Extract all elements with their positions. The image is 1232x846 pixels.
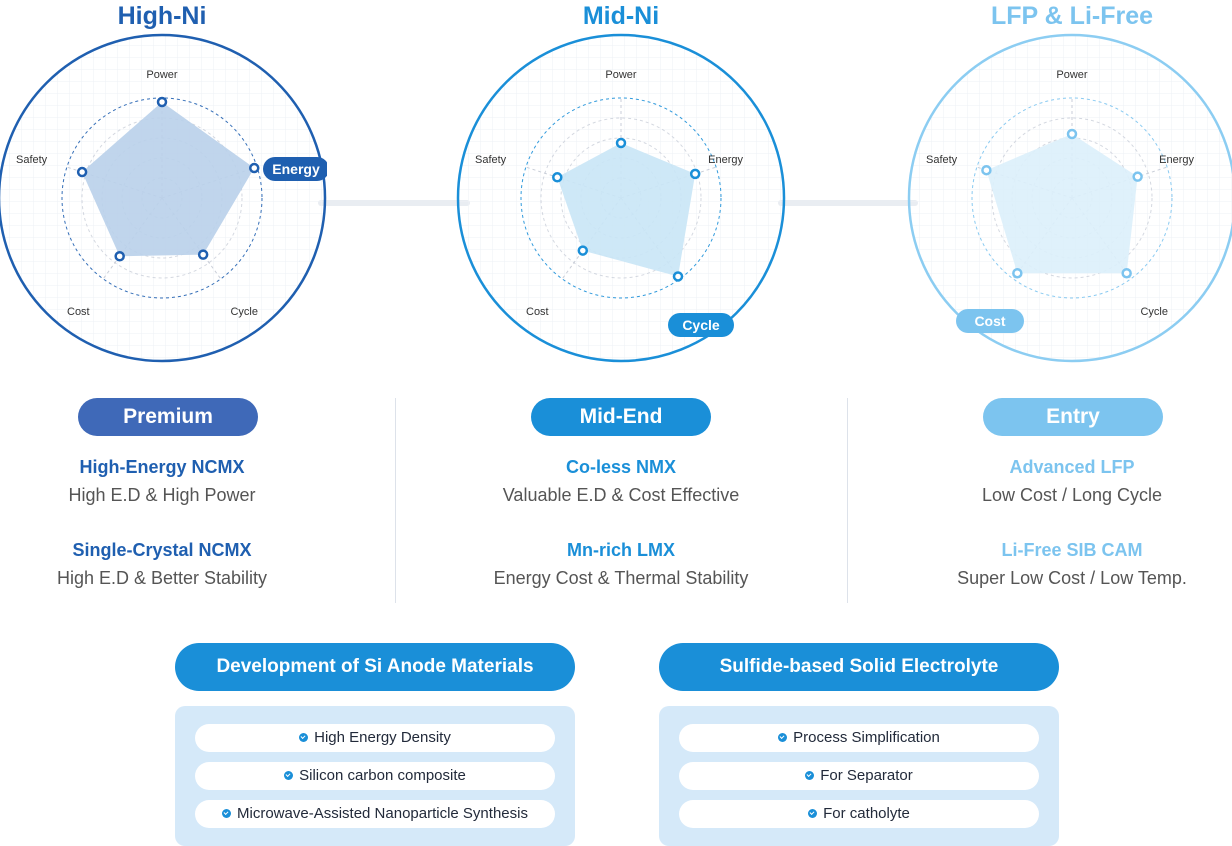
check-icon (299, 733, 309, 742)
axis-label-power: Power (605, 69, 637, 81)
development-item-label: For Separator (820, 767, 913, 784)
development-item: Process Simplification (679, 724, 1039, 752)
radar-point-cost (577, 245, 589, 256)
product-desc: Super Low Cost / Low Temp. (957, 568, 1187, 588)
radar-point-cycle (672, 271, 684, 282)
product-name: High-Energy NCMX (79, 457, 245, 477)
radar-point-energy (1132, 171, 1143, 182)
axis-label-cost: Cost (526, 306, 549, 318)
development-item: Microwave-Assisted Nanoparticle Synthesi… (195, 800, 555, 828)
tier-badge-mid-end: Mid-End (531, 398, 711, 436)
product-desc: Valuable E.D & Cost Effective (502, 485, 740, 505)
radar-point-safety (981, 164, 992, 176)
development-item-label: Silicon carbon composite (299, 767, 466, 784)
tier-badge-premium: Premium (78, 398, 258, 436)
highlight-badge-cost: Cost (956, 309, 1024, 333)
column-title: High-Ni (117, 2, 207, 30)
axis-label-cost: Cost (67, 306, 90, 318)
axis-label-safety: Safety (16, 154, 48, 166)
radar-outer-ring (0, 33, 327, 363)
product-desc: High E.D & High Power (68, 485, 256, 505)
radar-point-energy (249, 162, 260, 174)
product-desc: High E.D & Better Stability (56, 568, 268, 588)
check-icon (778, 733, 788, 742)
development-si-anode: Development of Si Anode Materials High E… (175, 643, 575, 846)
development-title: Development of Si Anode Materials (175, 643, 575, 691)
development-item-panel: Process Simplification For Separator For… (659, 706, 1059, 846)
column-title: Mid-Ni (582, 2, 660, 30)
development-item: For catholyte (679, 800, 1039, 828)
tier-badge-entry: Entry (983, 398, 1163, 436)
check-icon (805, 771, 815, 780)
radar-grid-ring (991, 117, 1153, 279)
radar-area (557, 143, 696, 277)
product-name: Mn-rich LMX (567, 540, 675, 560)
axis-label-power: Power (1056, 69, 1088, 81)
radar-grid-ring (81, 117, 243, 279)
radar-grid-ring (971, 97, 1173, 299)
axis-label-energy: Energy (1159, 154, 1194, 166)
product-name: Li-Free SIB CAM (1001, 540, 1143, 560)
radar-grid-ring (540, 117, 702, 279)
radar-outer-ring (456, 33, 786, 363)
radar-point-cycle (197, 249, 209, 260)
highlight-badge-energy: Energy (263, 157, 327, 181)
divider (395, 398, 396, 603)
product-desc: Energy Cost & Thermal Stability (493, 568, 749, 588)
development-item-label: Process Simplification (793, 729, 940, 746)
axis-label-cycle: Cycle (1140, 306, 1168, 318)
radar-point-power (156, 96, 168, 108)
product-name: Co-less NMX (565, 457, 677, 477)
development-solid-electrolyte: Sulfide-based Solid Electrolyte Process … (659, 643, 1059, 846)
divider (847, 398, 848, 603)
axis-label-power: Power (146, 69, 178, 81)
development-item-panel: High Energy Density Silicon carbon compo… (175, 706, 575, 846)
highlight-badge-label: Energy (272, 161, 320, 177)
axis-label-safety: Safety (475, 154, 507, 166)
column-title: LFP & Li-Free (990, 2, 1154, 30)
development-item-label: Microwave-Assisted Nanoparticle Synthesi… (237, 805, 528, 822)
radar-point-safety (76, 166, 88, 178)
product-desc: Low Cost / Long Cycle (981, 485, 1163, 505)
radar-point-safety (552, 172, 563, 183)
development-item: High Energy Density (195, 724, 555, 752)
check-icon (284, 771, 294, 780)
check-icon (808, 809, 818, 818)
radar-point-power (1066, 128, 1078, 140)
radar-point-energy (689, 168, 701, 180)
development-item: Silicon carbon composite (195, 762, 555, 790)
development-item-label: High Energy Density (314, 729, 451, 746)
radar-point-cost (1012, 267, 1023, 279)
development-item: For Separator (679, 762, 1039, 790)
highlight-badge-label: Cycle (682, 317, 720, 333)
development-item-label: For catholyte (823, 805, 910, 822)
axis-label-energy: Energy (708, 154, 743, 166)
radar-point-cost (114, 250, 125, 262)
radar-outer-ring (907, 33, 1232, 363)
radar-grid-ring (520, 97, 722, 299)
radar-point-power (615, 137, 627, 149)
radar-point-cycle (1121, 267, 1132, 279)
development-title: Sulfide-based Solid Electrolyte (659, 643, 1059, 691)
axis-label-cycle: Cycle (230, 306, 258, 318)
highlight-badge-label: Cost (974, 313, 1005, 329)
product-name: Single-Crystal NCMX (72, 540, 252, 560)
check-icon (222, 809, 232, 818)
product-name: Advanced LFP (1009, 457, 1135, 477)
radar-area (986, 134, 1138, 274)
highlight-badge-cycle: Cycle (668, 313, 734, 337)
axis-label-safety: Safety (926, 154, 958, 166)
radar-area (82, 102, 255, 257)
